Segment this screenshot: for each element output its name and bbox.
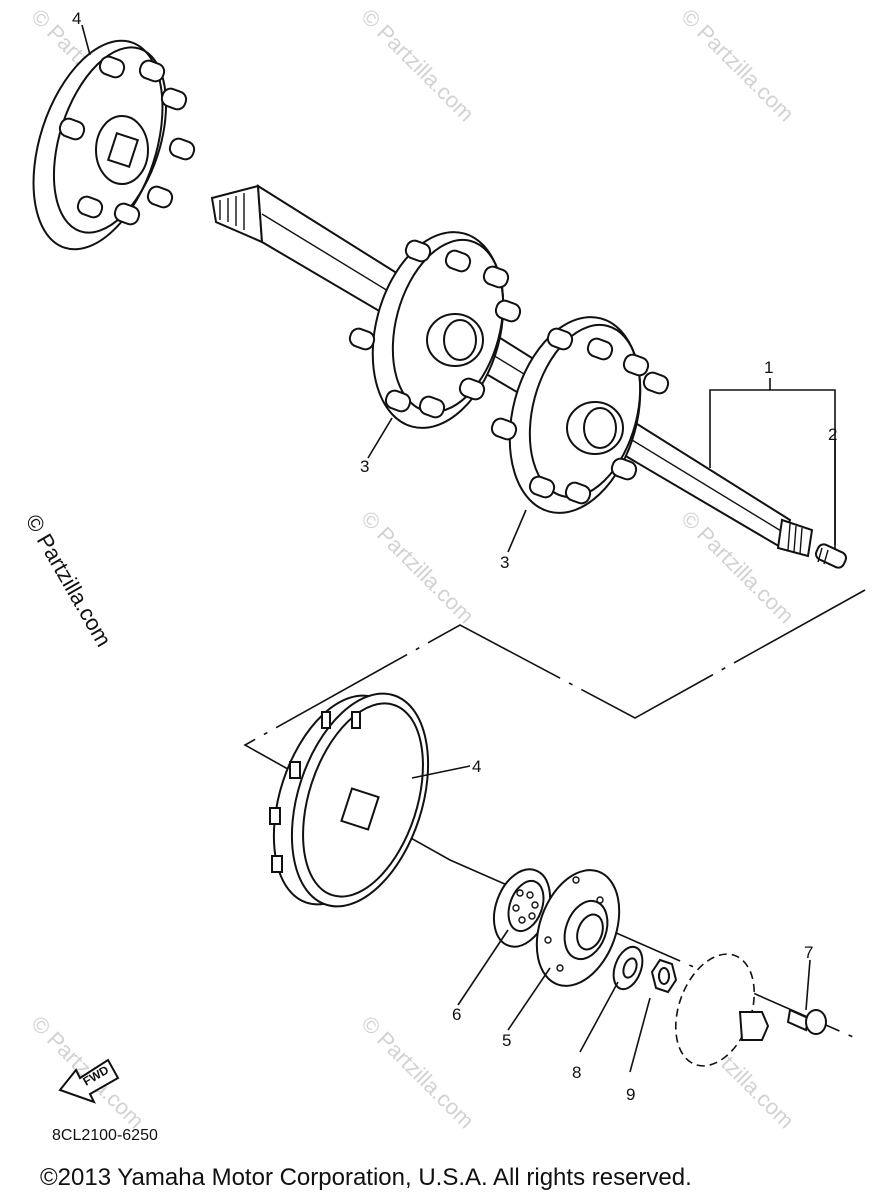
part-5-flange xyxy=(535,869,621,987)
diagram-code: 8CL2100-6250 xyxy=(52,1127,158,1144)
copyright-notice: ©2013 Yamaha Motor Corporation, U.S.A. A… xyxy=(40,1164,692,1191)
watermark-2: © Partzilla.com xyxy=(356,4,479,127)
hub-cap xyxy=(674,953,770,1067)
callout-8: 8 xyxy=(572,1063,581,1082)
sprocket-3-left xyxy=(348,231,522,429)
callout-5: 5 xyxy=(502,1031,511,1050)
part-8-washer xyxy=(612,945,644,991)
callout-4-bottom: 4 xyxy=(472,757,481,776)
callouts: 4 1 2 3 3 4 6 5 8 9 7 xyxy=(72,9,837,1104)
drive-shaft xyxy=(210,184,814,558)
watermark-3: © Partzilla.com xyxy=(676,4,799,127)
watermark-4: © Partzilla.com xyxy=(356,506,479,629)
callout-4-top: 4 xyxy=(72,9,81,28)
part-2-plug xyxy=(814,543,848,569)
sprocket-wheel-bottom xyxy=(269,692,430,908)
sprocket-wheel-top xyxy=(32,39,196,251)
callout-6: 6 xyxy=(452,1005,461,1024)
callout-9: 9 xyxy=(626,1085,635,1104)
leader-lines xyxy=(81,24,836,1073)
watermark-7: © Partzilla.com xyxy=(356,1011,479,1134)
sprocket-3-right xyxy=(490,316,670,514)
callout-7: 7 xyxy=(804,943,813,962)
part-6-bearing xyxy=(492,868,552,948)
callout-1: 1 xyxy=(764,358,773,377)
part-9-nut xyxy=(650,958,678,994)
watermark-side: © Partzilla.com xyxy=(21,510,117,651)
callout-2: 2 xyxy=(828,425,837,444)
callout-3-right: 3 xyxy=(500,553,509,572)
part-7-bolt xyxy=(786,1008,827,1035)
callout-3-left: 3 xyxy=(360,457,369,476)
